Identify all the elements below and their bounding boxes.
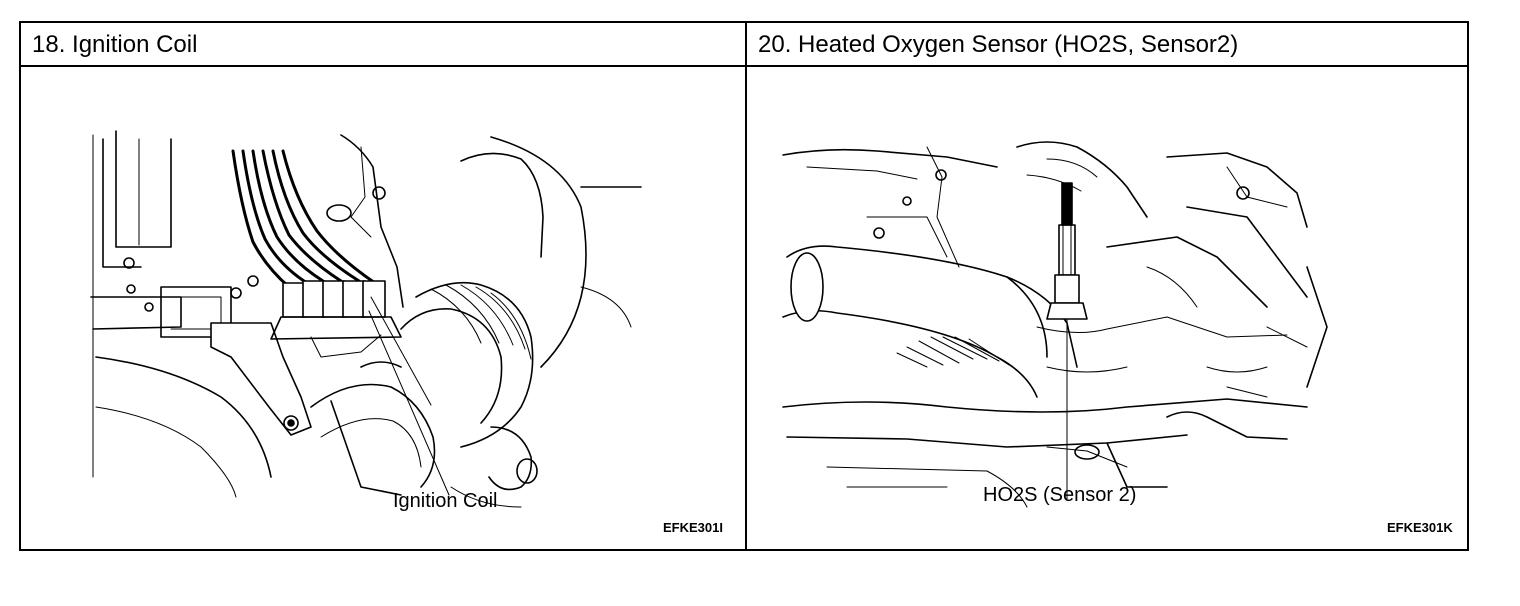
callout-ho2s-sensor-2: HO2S (Sensor 2) [983,484,1137,506]
panel-title-heated-oxygen-sensor: 20. Heated Oxygen Sensor (HO2S, Sensor2) [758,31,1239,58]
ho2s-illustration [782,141,1328,508]
figure-code-left: EFKE301I [663,520,723,535]
panel-header-ignition-coil: 18. Ignition Coil [21,23,745,67]
figure-code-right: EFKE301K [1387,520,1453,535]
ignition-coil-illustration [90,130,642,508]
panel-ignition-coil: 18. Ignition Coil [21,23,745,549]
callout-ignition-coil: Ignition Coil [393,490,498,512]
panel-heated-oxygen-sensor: 20. Heated Oxygen Sensor (HO2S, Sensor2) [745,23,1469,549]
panel-header-heated-oxygen-sensor: 20. Heated Oxygen Sensor (HO2S, Sensor2) [747,23,1469,67]
panel-title-ignition-coil: 18. Ignition Coil [32,31,198,58]
figure-frame: 18. Ignition Coil [19,21,1469,551]
